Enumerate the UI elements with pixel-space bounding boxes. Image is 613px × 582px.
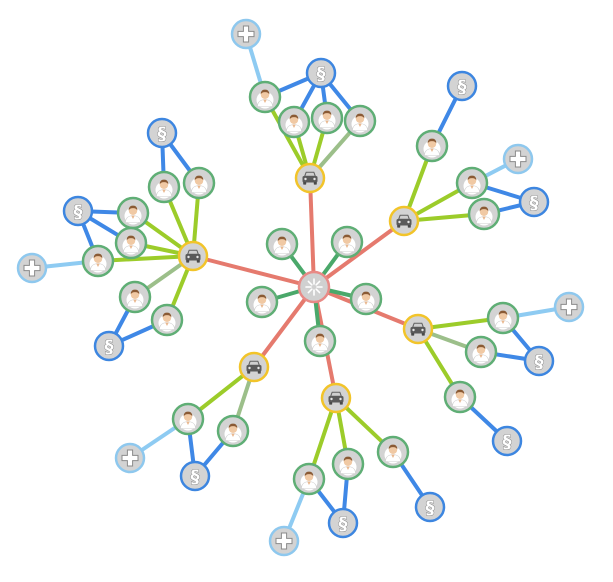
section-sign-icon: § [458, 77, 467, 98]
legal-node-ring [305, 57, 337, 89]
node-p-c5[interactable] [303, 324, 337, 358]
node-p-n1[interactable] [248, 80, 282, 114]
node-m-sw[interactable] [114, 442, 146, 474]
section-sign-icon: § [74, 202, 83, 223]
node-p-c1[interactable] [265, 227, 299, 261]
node-car-ne[interactable] [388, 205, 420, 237]
node-m-e[interactable] [553, 291, 585, 323]
node-p-s2[interactable] [331, 447, 365, 481]
node-l-n[interactable]: § [305, 57, 337, 89]
node-p-ne1[interactable] [415, 129, 449, 163]
legal-node-ring [146, 117, 178, 149]
node-p-c3[interactable] [245, 285, 279, 319]
node-p-w2[interactable] [182, 166, 216, 200]
section-sign-icon: § [105, 337, 114, 358]
node-p-w5[interactable] [81, 244, 115, 278]
legal-node-ring [446, 70, 478, 102]
node-m-ne[interactable] [502, 143, 534, 175]
node-l-s1[interactable]: § [327, 507, 359, 539]
node-p-sw2[interactable] [216, 414, 250, 448]
section-sign-icon: § [535, 352, 544, 373]
node-car-e[interactable] [402, 313, 434, 345]
node-p-ne3[interactable] [467, 197, 501, 231]
legal-node-ring [518, 186, 550, 218]
section-sign-icon: § [317, 64, 326, 85]
node-center[interactable] [297, 270, 331, 304]
section-sign-icon: § [158, 124, 167, 145]
node-p-c2[interactable] [330, 225, 364, 259]
node-car-sw[interactable] [238, 351, 270, 383]
legal-node-ring [62, 195, 94, 227]
node-l-sw[interactable]: § [179, 460, 211, 492]
node-p-s3[interactable] [376, 435, 410, 469]
node-p-w7[interactable] [150, 303, 184, 337]
edge-center-car-ne [312, 219, 406, 289]
legal-node-ring [414, 491, 446, 523]
node-l-s2[interactable]: § [414, 491, 446, 523]
section-sign-icon: § [426, 498, 435, 519]
section-sign-icon: § [503, 432, 512, 453]
center-node-ring [297, 270, 331, 304]
node-p-c4[interactable] [349, 282, 383, 316]
legal-node-ring [93, 330, 125, 362]
legal-node-ring [179, 460, 211, 492]
nodes-layer: § § § § § § § § § § § [16, 18, 585, 557]
node-p-ne2[interactable] [455, 166, 489, 200]
node-p-w1[interactable] [147, 170, 181, 204]
node-m-s[interactable] [268, 525, 300, 557]
edge-center-car-w [191, 254, 316, 289]
node-car-n[interactable] [294, 162, 326, 194]
node-l-w1[interactable]: § [146, 117, 178, 149]
node-p-n2[interactable] [277, 105, 311, 139]
section-sign-icon: § [191, 467, 200, 488]
node-p-e1[interactable] [486, 301, 520, 335]
node-car-w[interactable] [177, 240, 209, 272]
node-l-e2[interactable]: § [491, 425, 523, 457]
legal-node-ring [523, 345, 555, 377]
section-sign-icon: § [339, 514, 348, 535]
node-l-e1[interactable]: § [523, 345, 555, 377]
legal-node-ring [491, 425, 523, 457]
section-sign-icon: § [530, 193, 539, 214]
node-p-n3[interactable] [310, 101, 344, 135]
node-p-e2[interactable] [464, 335, 498, 369]
node-p-e3[interactable] [443, 380, 477, 414]
node-car-s[interactable] [320, 382, 352, 414]
node-l-ne1[interactable]: § [446, 70, 478, 102]
edge-center-car-n [308, 176, 316, 289]
node-p-w6[interactable] [118, 280, 152, 314]
node-p-s1[interactable] [292, 462, 326, 496]
node-l-w2[interactable]: § [62, 195, 94, 227]
node-p-n4[interactable] [343, 104, 377, 138]
node-p-w4[interactable] [114, 226, 148, 260]
node-m-n[interactable] [230, 18, 262, 50]
node-p-w3[interactable] [116, 196, 150, 230]
node-p-sw1[interactable] [171, 402, 205, 436]
edge-center-car-sw [252, 285, 316, 369]
node-m-w[interactable] [16, 252, 48, 284]
node-l-w3[interactable]: § [93, 330, 125, 362]
legal-node-ring [327, 507, 359, 539]
node-l-ne2[interactable]: § [518, 186, 550, 218]
